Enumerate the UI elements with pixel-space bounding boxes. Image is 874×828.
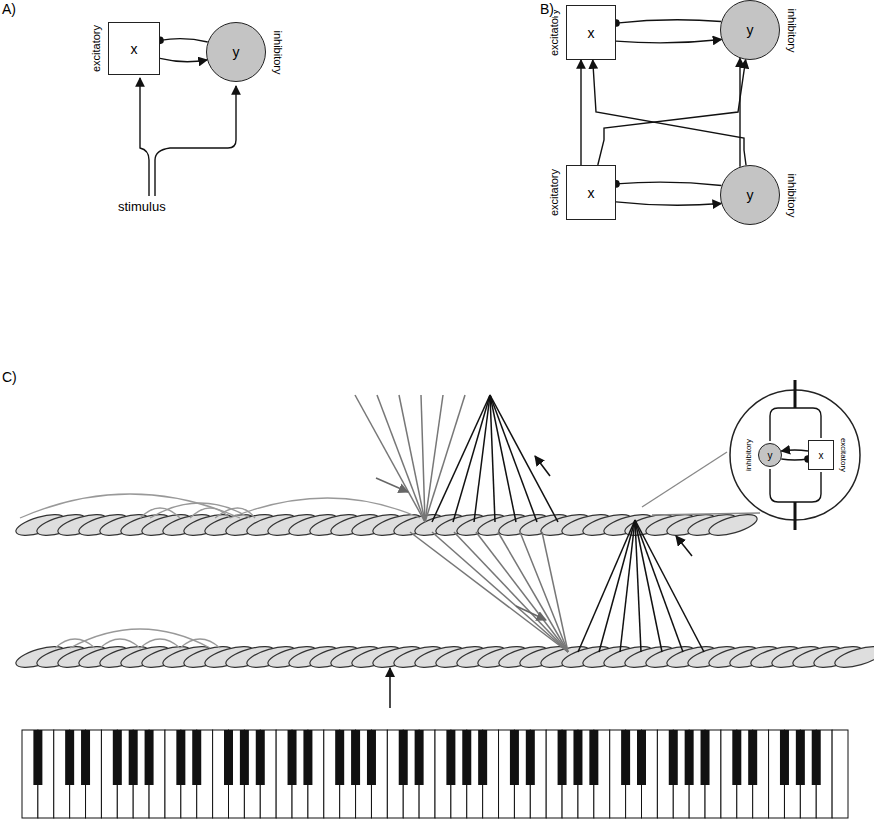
- flow-arrows: [376, 456, 692, 708]
- piano-keyboard: [22, 730, 848, 818]
- lateral-arcs: [20, 494, 420, 648]
- excitatory-connection: [580, 60, 581, 165]
- panel-label: C): [2, 370, 17, 385]
- excitatory-unit: xexcitatory: [808, 440, 834, 470]
- excitatory-connection: [781, 450, 808, 451]
- unit-symbol: y: [747, 187, 754, 203]
- excitatory-connection: [598, 60, 746, 165]
- unit-symbol: y: [768, 450, 773, 461]
- excitatory-connection: [160, 58, 207, 61]
- stimulus-wires: [140, 78, 236, 196]
- unit-symbol: x: [131, 41, 138, 57]
- inhibitory-connection: [616, 20, 721, 23]
- unit-type-label: inhibitory: [272, 30, 283, 74]
- projection-fans: [355, 395, 704, 652]
- inhibitory-unit: yinhibitory: [206, 22, 266, 82]
- input-label: stimulus: [118, 200, 166, 214]
- unit-symbol: y: [233, 44, 240, 60]
- excitatory-connection: [616, 39, 722, 42]
- excitatory-unit: xexcitatory: [566, 165, 616, 220]
- excitatory-connection: [616, 202, 721, 205]
- inset-magnifier: [642, 380, 860, 530]
- unit-symbol: y: [747, 22, 754, 38]
- unit-square: x: [108, 22, 160, 75]
- inhibitory-unit: yinhibitory: [758, 443, 782, 467]
- panel-label: B): [540, 2, 554, 17]
- unit-type-label: inhibitory: [786, 173, 797, 217]
- unit-type-label: excitatory: [839, 438, 847, 472]
- unit-circle: y: [720, 165, 780, 225]
- excitatory-unit: xexcitatory: [566, 5, 616, 60]
- panel-label: A): [2, 2, 16, 17]
- inhibitory-unit: yinhibitory: [720, 165, 780, 225]
- excitatory-connection: [739, 58, 740, 166]
- unit-circle: y: [720, 0, 780, 60]
- inhibitory-unit: yinhibitory: [720, 0, 780, 60]
- inhibitory-connection: [160, 39, 208, 42]
- unit-type-label: excitatory: [91, 25, 102, 72]
- unit-square: x: [566, 5, 616, 60]
- unit-symbol: x: [588, 25, 595, 41]
- excitatory-unit: xexcitatory: [108, 22, 160, 75]
- unit-type-label: inhibitory: [786, 8, 797, 52]
- unit-square: x: [566, 165, 616, 220]
- unit-symbol: x: [588, 185, 595, 201]
- unit-square: x: [808, 440, 834, 470]
- inhibitory-connection: [616, 182, 722, 185]
- excitatory-connection: [593, 60, 746, 165]
- unit-circle: y: [758, 443, 782, 467]
- unit-symbol: x: [819, 450, 824, 461]
- unit-type-label: inhibitory: [745, 439, 753, 471]
- unit-type-label: excitatory: [549, 169, 560, 216]
- unit-circle: y: [206, 22, 266, 82]
- oscillator-strands: [14, 510, 874, 671]
- inhibitory-connection: [781, 459, 808, 460]
